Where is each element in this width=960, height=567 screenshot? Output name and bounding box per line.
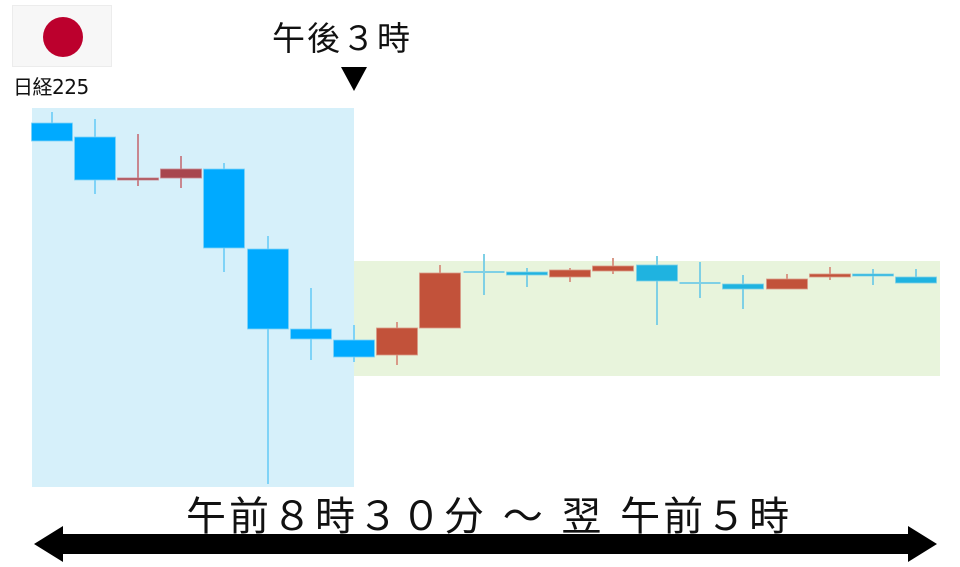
candle-body xyxy=(809,273,851,278)
down-triangle-icon xyxy=(341,67,367,91)
candle-body xyxy=(290,328,332,340)
candle-body xyxy=(722,283,764,290)
candle-body xyxy=(117,177,159,181)
candle-body xyxy=(592,265,634,272)
double-headed-arrow-icon xyxy=(34,526,937,562)
candle-body xyxy=(852,273,894,277)
candle-body xyxy=(895,276,937,284)
close-time-label: 午後３時 xyxy=(272,19,412,58)
candle-body xyxy=(549,269,591,278)
candle-body xyxy=(333,339,375,358)
candle-body xyxy=(74,136,116,181)
candle-body xyxy=(506,271,548,276)
candle-body xyxy=(31,122,73,142)
candle-body xyxy=(766,278,808,290)
index-label: 日経225 xyxy=(13,75,89,99)
candle-body xyxy=(419,272,461,329)
candle-body xyxy=(376,327,418,356)
candle-body xyxy=(203,168,245,249)
candle-body xyxy=(160,168,202,179)
japan-flag-icon xyxy=(12,5,112,67)
candle-body xyxy=(636,264,678,282)
candle-body xyxy=(247,248,289,330)
flag-sun xyxy=(43,17,83,57)
trading-hours-label: 午前８時３０分 ～ 翌 午前５時 xyxy=(186,494,793,540)
